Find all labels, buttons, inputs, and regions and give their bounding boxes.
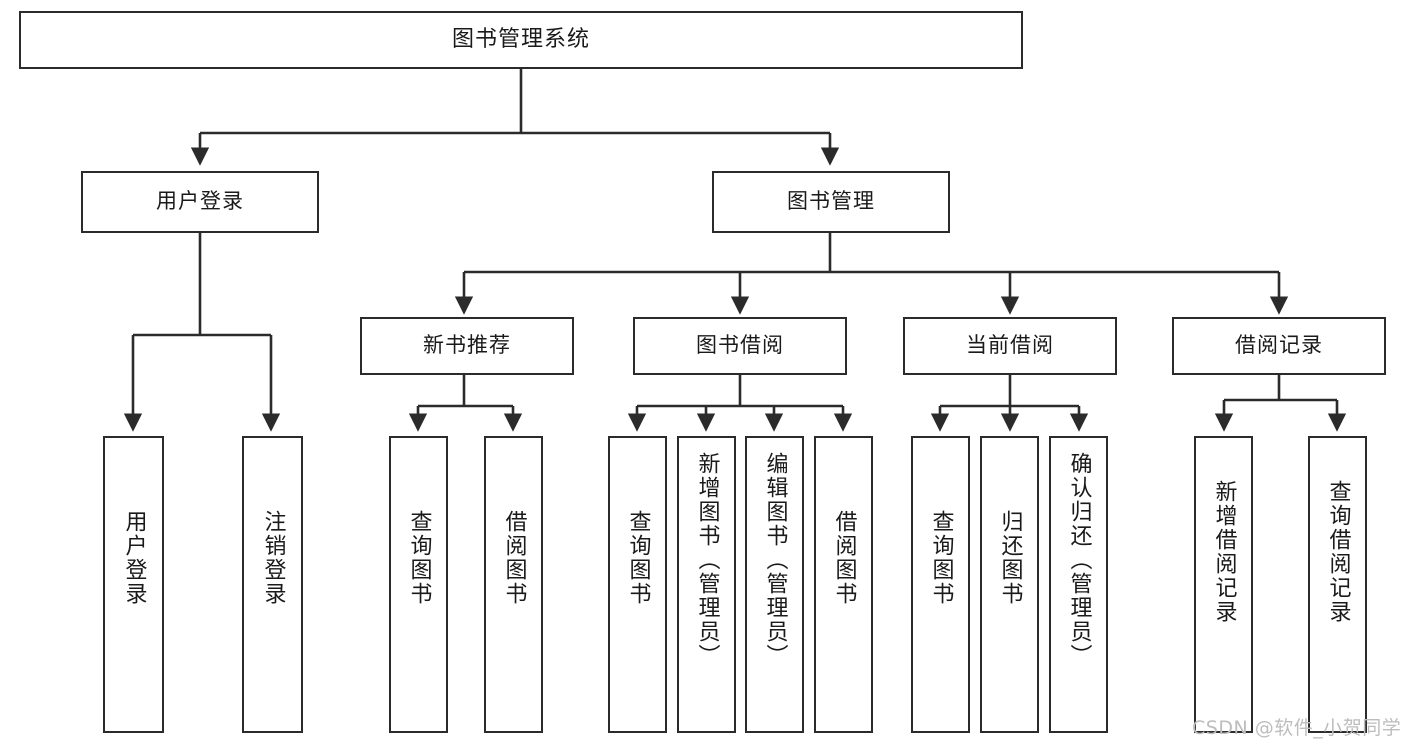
node-root-system[interactable]: 图书管理系统 [19, 11, 1023, 69]
node-user-login-label: 用户登录 [156, 189, 244, 214]
node-current-borrow-label: 当前借阅 [966, 333, 1054, 358]
node-leaf-borrow-book-1-label: 借阅图书 [501, 510, 527, 606]
node-leaf-user-login-label: 用户登录 [121, 510, 147, 606]
node-leaf-query-book-1-label: 查询图书 [406, 510, 432, 606]
node-leaf-query-book-3[interactable]: 查询图书 [911, 436, 970, 733]
node-leaf-logout-login-label: 注销登录 [260, 510, 286, 606]
node-leaf-add-borrow-record-label: 新增借阅记录 [1211, 480, 1237, 624]
node-leaf-confirm-return-admin[interactable]: 确认归还（管理员） [1049, 436, 1108, 733]
node-leaf-confirm-return-admin-label: 确认归还（管理员） [1066, 452, 1092, 668]
node-leaf-query-book-3-label: 查询图书 [928, 510, 954, 606]
csdn-watermark: CSDN @软件_小贺同学 [1192, 717, 1402, 739]
node-leaf-edit-book-admin[interactable]: 编辑图书（管理员） [745, 436, 804, 733]
node-new-book-recommend-label: 新书推荐 [423, 333, 511, 358]
node-leaf-query-borrow-record-label: 查询借阅记录 [1325, 480, 1351, 624]
node-leaf-user-login[interactable]: 用户登录 [103, 436, 164, 733]
node-leaf-borrow-book-1[interactable]: 借阅图书 [484, 436, 543, 733]
node-leaf-add-book-admin[interactable]: 新增图书（管理员） [677, 436, 736, 733]
node-leaf-borrow-book-2-label: 借阅图书 [831, 510, 857, 606]
node-book-borrow-label: 图书借阅 [696, 333, 784, 358]
node-leaf-return-book[interactable]: 归还图书 [980, 436, 1039, 733]
node-leaf-query-book-2-label: 查询图书 [625, 510, 651, 606]
node-leaf-query-book-1[interactable]: 查询图书 [389, 436, 448, 733]
node-leaf-logout-login[interactable]: 注销登录 [242, 436, 303, 733]
node-leaf-borrow-book-2[interactable]: 借阅图书 [814, 436, 873, 733]
node-leaf-return-book-label: 归还图书 [997, 510, 1023, 606]
node-root-system-label: 图书管理系统 [451, 26, 590, 52]
node-leaf-edit-book-admin-label: 编辑图书（管理员） [762, 452, 788, 668]
node-leaf-add-book-admin-label: 新增图书（管理员） [694, 452, 720, 668]
node-borrow-record[interactable]: 借阅记录 [1172, 317, 1386, 375]
node-new-book-recommend[interactable]: 新书推荐 [360, 317, 574, 375]
node-book-manage-label: 图书管理 [787, 189, 875, 214]
node-current-borrow[interactable]: 当前借阅 [903, 317, 1117, 375]
node-borrow-record-label: 借阅记录 [1235, 333, 1323, 358]
node-user-login[interactable]: 用户登录 [81, 171, 319, 233]
node-leaf-query-borrow-record[interactable]: 查询借阅记录 [1308, 436, 1367, 733]
node-book-borrow[interactable]: 图书借阅 [633, 317, 847, 375]
node-book-manage[interactable]: 图书管理 [712, 171, 950, 233]
node-leaf-add-borrow-record[interactable]: 新增借阅记录 [1194, 436, 1253, 733]
node-leaf-query-book-2[interactable]: 查询图书 [608, 436, 667, 733]
